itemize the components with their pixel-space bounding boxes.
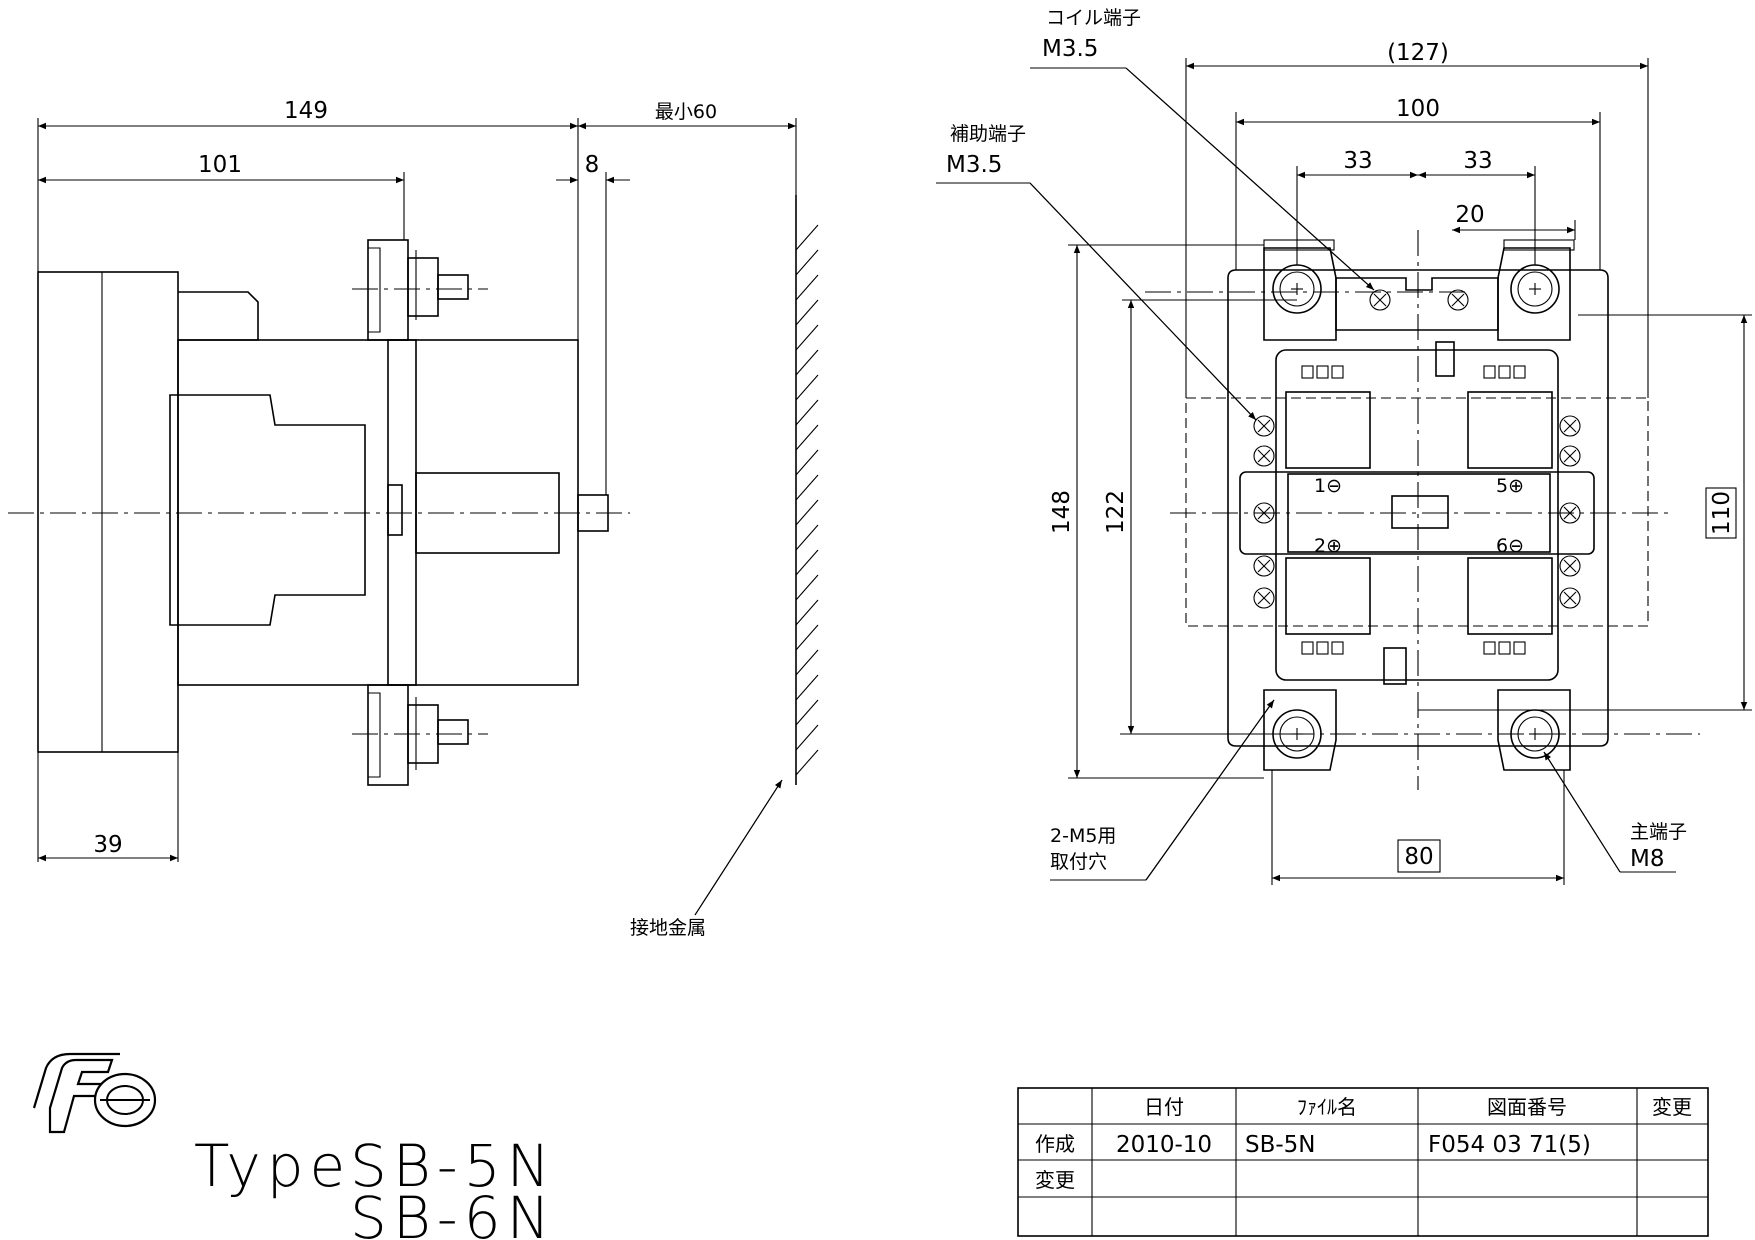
aux-terminal-screw xyxy=(1253,415,1275,437)
aux-terminal-screw xyxy=(1253,445,1275,467)
side-lower-terminal xyxy=(352,684,488,786)
dim-148: 148 xyxy=(1049,490,1075,534)
dim-80: 80 xyxy=(1404,844,1433,870)
side-coil-front-block xyxy=(37,271,179,753)
title-area: Type SB-5N SB-6N xyxy=(32,1052,556,1240)
aux-terminal-screw xyxy=(1253,587,1275,609)
header-date: 日付 xyxy=(1144,1095,1184,1119)
main-terminal-bolt-tr xyxy=(1510,264,1560,314)
side-view: 149 101 最小60 8 39 接地金属 xyxy=(8,98,819,939)
main-terminal-label: 主端子 xyxy=(1630,821,1687,843)
record-table: 日付 ﾌｧｲﾙ名 図面番号 変更 作成 2010-10 SB-5N F054 0… xyxy=(1017,1087,1709,1237)
aux-terminal-screw xyxy=(1559,587,1581,609)
main-terminal-size: M8 xyxy=(1630,846,1664,872)
coil-terminal-screw xyxy=(1369,289,1391,311)
dim-100: 100 xyxy=(1396,96,1440,122)
model-name-2: SB-6N xyxy=(350,1184,556,1240)
coil-terminal-size: M3.5 xyxy=(1042,36,1098,62)
aux-terminal-screw xyxy=(1559,555,1581,577)
aux-terminal-screw xyxy=(1253,555,1275,577)
dim-110-box xyxy=(1705,487,1737,539)
front-envelope xyxy=(1185,397,1649,627)
dim-110: 110 xyxy=(1709,491,1735,535)
row-created-filename: SB-5N xyxy=(1245,1132,1316,1158)
dim-min-60: 最小60 xyxy=(655,101,717,123)
side-upper-terminal xyxy=(352,239,488,341)
front-housing xyxy=(1275,349,1559,681)
front-base-plate xyxy=(1227,269,1609,747)
main-terminal-bolt-br xyxy=(1510,709,1560,759)
header-filename: ﾌｧｲﾙ名 xyxy=(1297,1095,1357,1119)
row-created-drawing-number: F054 03 71(5) xyxy=(1428,1132,1591,1158)
dim-122: 122 xyxy=(1103,490,1129,534)
dim-101: 101 xyxy=(198,152,242,178)
coil-terminal-screw xyxy=(1447,289,1469,311)
pole-6-label: 6⊖ xyxy=(1496,535,1524,557)
dim-149: 149 xyxy=(284,98,328,124)
row-change-label: 変更 xyxy=(1035,1168,1075,1192)
type-prefix: Type xyxy=(194,1132,351,1200)
pole-1-label: 1⊖ xyxy=(1314,475,1342,497)
dim-33-left: 33 xyxy=(1343,148,1372,174)
front-view: 1⊖ 5⊕ 2⊕ 6⊖ xyxy=(936,7,1752,885)
header-drawing-number: 図面番号 xyxy=(1487,1095,1567,1119)
pole-2-label: 2⊕ xyxy=(1314,535,1342,557)
aux-terminal-size: M3.5 xyxy=(946,152,1002,178)
pole-5-label: 5⊕ xyxy=(1496,475,1524,497)
dim-80-box xyxy=(1397,839,1441,873)
dim-8: 8 xyxy=(585,152,600,178)
mount-hole-label: 2-M5用 xyxy=(1050,825,1116,847)
aux-terminal-screw xyxy=(1559,415,1581,437)
row-created-date: 2010-10 xyxy=(1116,1132,1212,1158)
model-name-1: SB-5N xyxy=(350,1132,556,1200)
ground-metal-label: 接地金属 xyxy=(630,917,706,939)
mount-hole-label-2: 取付穴 xyxy=(1050,851,1107,873)
dim-127: (127) xyxy=(1387,40,1449,66)
header-change: 変更 xyxy=(1652,1095,1692,1119)
aux-terminal-label: 補助端子 xyxy=(950,123,1026,145)
coil-terminal-label: コイル端子 xyxy=(1046,7,1141,29)
aux-terminal-screw xyxy=(1559,445,1581,467)
dim-39: 39 xyxy=(93,832,122,858)
row-created-label: 作成 xyxy=(1035,1132,1075,1156)
dim-33-right: 33 xyxy=(1463,148,1492,174)
dim-20: 20 xyxy=(1455,202,1484,228)
fe-logo xyxy=(32,1052,157,1134)
main-terminal-bolt-tl xyxy=(1272,264,1322,314)
